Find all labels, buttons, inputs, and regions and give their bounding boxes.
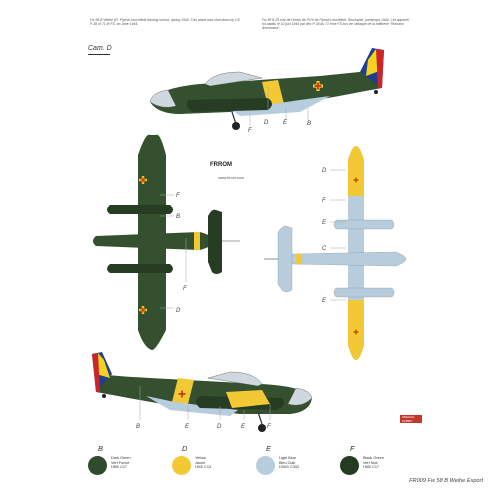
- legend-letter: B: [98, 444, 104, 453]
- logo-url: www.frrom.com: [218, 176, 245, 180]
- callout-side-top-b: B: [307, 121, 311, 127]
- callout-side-bottom-d: D: [217, 424, 222, 430]
- plan-view-top: F B F D: [93, 134, 240, 350]
- side-view-bottom: B E D E F: [92, 352, 313, 432]
- frrom-logo: FRROM www.frrom.com: [210, 160, 290, 182]
- plan-view-bottom: D F C E E: [264, 146, 407, 360]
- callout-plan-top-f: F: [176, 193, 180, 199]
- swatch-light-blue: [256, 456, 275, 475]
- side-view-top: D E F B: [149, 48, 384, 134]
- callout-plan-bottom-e2: E: [322, 298, 327, 304]
- callout-side-top-d: D: [264, 120, 269, 126]
- callout-plan-top-d: D: [176, 308, 181, 314]
- swatch-yellow: [172, 456, 191, 475]
- callout-side-bottom-f: F: [267, 424, 271, 430]
- special-hobby-badge: SPECIAL HOBBY: [400, 404, 422, 423]
- caption-english: Fw 58 B Weihe (Fl. Plyesti Leuchtfeld tr…: [90, 18, 240, 27]
- callout-plan-top-b: B: [176, 214, 180, 220]
- callout-plan-bottom-e: E: [322, 220, 327, 226]
- badge-text: SPECIAL HOBBY: [400, 415, 422, 423]
- caption-french: Fw 58 B 25 noir de l'école de POV de Ply…: [262, 18, 409, 31]
- footer-product-code: FR009 Fw 58 B Weihe Export: [409, 478, 483, 484]
- callout-plan-bottom-d: D: [322, 168, 327, 174]
- legend-letter: E: [266, 444, 272, 453]
- callout-side-bottom-b: B: [136, 424, 140, 430]
- legend-letter: D: [182, 444, 188, 453]
- callout-side-bottom-e2: E: [241, 424, 246, 430]
- callout-plan-bottom-c: C: [322, 246, 327, 252]
- camouflage-underline: [88, 54, 110, 55]
- callout-side-top-e: E: [283, 120, 288, 126]
- camouflage-label: Cam. D: [88, 45, 112, 52]
- callout-plan-bottom-f: F: [322, 198, 326, 204]
- swatch-dark-green: [88, 456, 107, 475]
- callout-plan-top-f2: F: [183, 286, 187, 292]
- swatch-black-green: [340, 456, 359, 475]
- logo-mark: FRROM: [210, 162, 232, 168]
- legend-letter: F: [350, 444, 355, 453]
- callout-side-bottom-e: E: [185, 424, 190, 430]
- callout-side-top-f: F: [248, 128, 252, 134]
